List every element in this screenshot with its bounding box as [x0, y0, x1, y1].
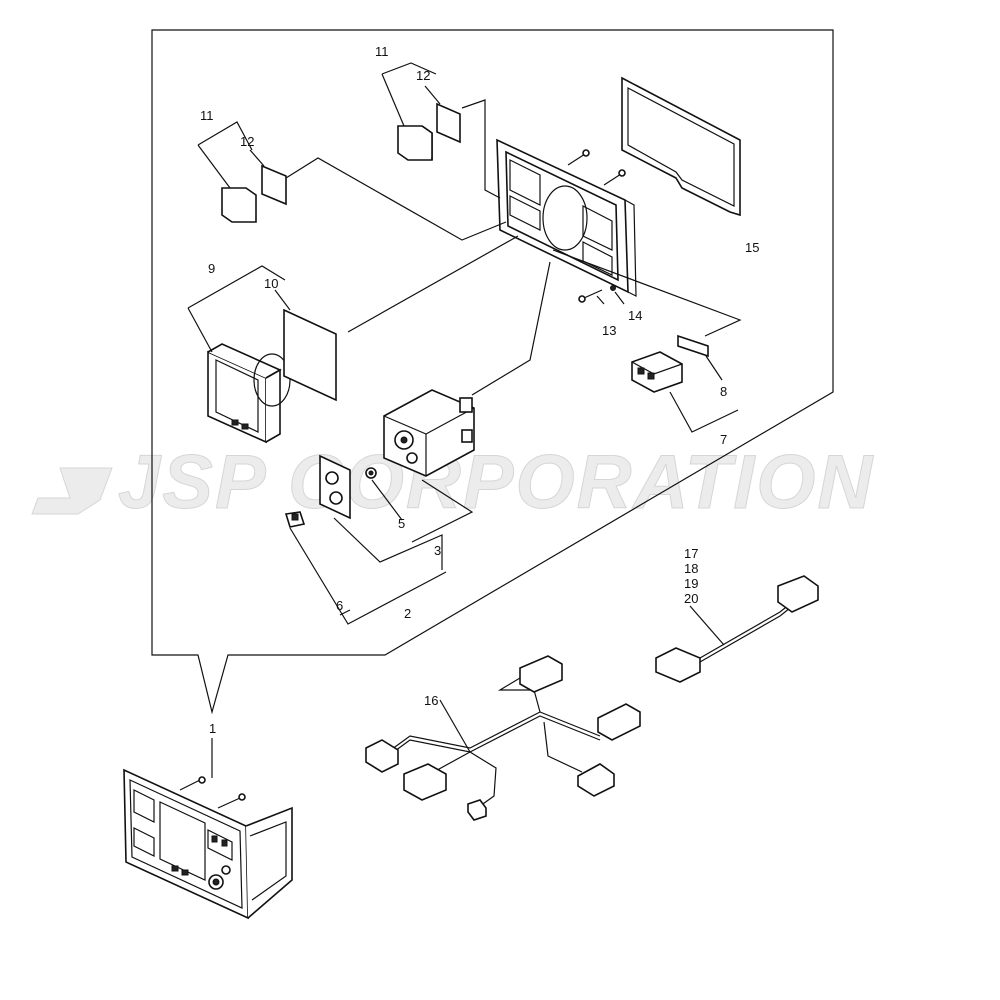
callout-7: 7: [720, 432, 727, 447]
seal-12-left: [261, 164, 287, 206]
nut-5: [365, 467, 377, 479]
callout-11-left: 11: [200, 108, 214, 123]
callout-frame: [151, 29, 834, 715]
watermark-logo: JSP CORPORATION: [31, 440, 874, 526]
extension-cable-17-20: [655, 575, 819, 683]
callout-labels: 1 2 3 5 6 7 8 9 10 11 11 12 12 13 14 15 …: [200, 44, 759, 736]
callout-3: 3: [434, 543, 441, 558]
callout-8: 8: [720, 384, 727, 399]
plate-3: [319, 454, 351, 520]
callout-16: 16: [424, 693, 438, 708]
switch-11-left: [221, 187, 257, 223]
callout-5: 5: [398, 516, 405, 531]
switch-7: [631, 351, 683, 393]
callout-1: 1: [209, 721, 216, 736]
switch-assembly-3: [383, 389, 475, 477]
callout-15: 15: [745, 240, 759, 255]
callout-11-upper: 11: [375, 44, 389, 59]
panel-assembly-1: [123, 738, 293, 920]
callout-9: 9: [208, 261, 215, 276]
wire-harness-16: [365, 655, 641, 821]
gasket-10: [283, 308, 337, 402]
screw-13: [578, 289, 603, 303]
callout-12-upper: 12: [416, 68, 430, 83]
meter-9: [207, 343, 291, 444]
seal-12-upper: [436, 102, 461, 144]
callout-14: 14: [628, 308, 642, 323]
callout-12-left: 12: [240, 134, 254, 149]
callout-20: 20: [684, 591, 698, 606]
leader-lines: [187, 62, 742, 625]
callout-10: 10: [264, 276, 278, 291]
washer-14: [610, 285, 616, 291]
gasket-15: [621, 76, 741, 217]
callout-17: 17: [684, 546, 698, 561]
callout-19: 19: [684, 576, 698, 591]
callout-2: 2: [404, 606, 411, 621]
seal-8: [677, 334, 709, 358]
panel-housing: [496, 138, 637, 297]
callout-6: 6: [336, 598, 343, 613]
callout-18: 18: [684, 561, 698, 576]
switch-11-upper: [397, 125, 433, 161]
key-6: [284, 511, 306, 528]
callout-13: 13: [602, 323, 616, 338]
watermark-text: JSP CORPORATION: [118, 440, 874, 525]
